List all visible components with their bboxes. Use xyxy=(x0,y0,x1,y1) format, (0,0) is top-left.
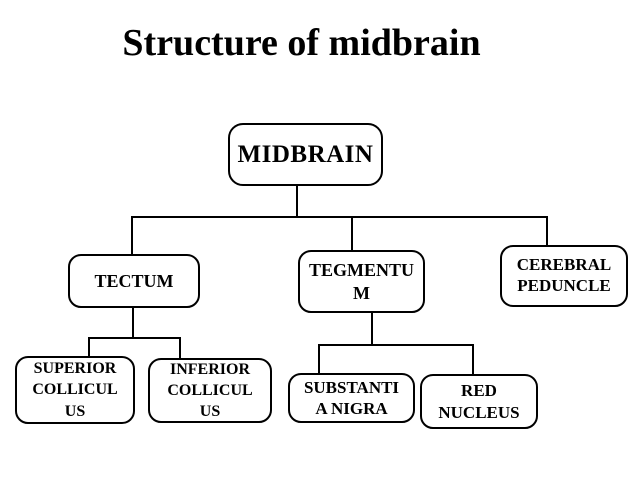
node-inferior-colliculus: INFERIOR COLLICUL US xyxy=(148,358,272,423)
node-substantia-nigra: SUBSTANTI A NIGRA xyxy=(288,373,415,423)
page-title: Structure of midbrain xyxy=(122,22,481,64)
node-cerebral-peduncle: CEREBRAL PEDUNCLE xyxy=(500,245,628,307)
connector-to-tectum xyxy=(131,216,133,256)
connector-to-superior-colliculus xyxy=(88,337,90,358)
node-tegmentum: TEGMENTU M xyxy=(298,250,425,313)
connector-to-tegmentum xyxy=(351,216,353,252)
connector-to-red-nucleus xyxy=(472,344,474,376)
connector-tegmentum-down xyxy=(371,311,373,346)
connector-to-inferior-colliculus xyxy=(179,337,181,360)
node-tectum: TECTUM xyxy=(68,254,200,308)
connector-tegmentum-children-horizontal xyxy=(318,344,474,346)
connector-to-cerebral-peduncle xyxy=(546,216,548,247)
connector-midbrain-down xyxy=(296,185,298,218)
node-red-nucleus: RED NUCLEUS xyxy=(420,374,538,429)
connector-to-substantia-nigra xyxy=(318,344,320,375)
connector-tectum-children-horizontal xyxy=(88,337,181,339)
node-superior-colliculus: SUPERIOR COLLICUL US xyxy=(15,356,135,424)
node-midbrain: MIDBRAIN xyxy=(228,123,383,186)
connector-tectum-down xyxy=(132,306,134,339)
connector-level2-horizontal xyxy=(131,216,548,218)
